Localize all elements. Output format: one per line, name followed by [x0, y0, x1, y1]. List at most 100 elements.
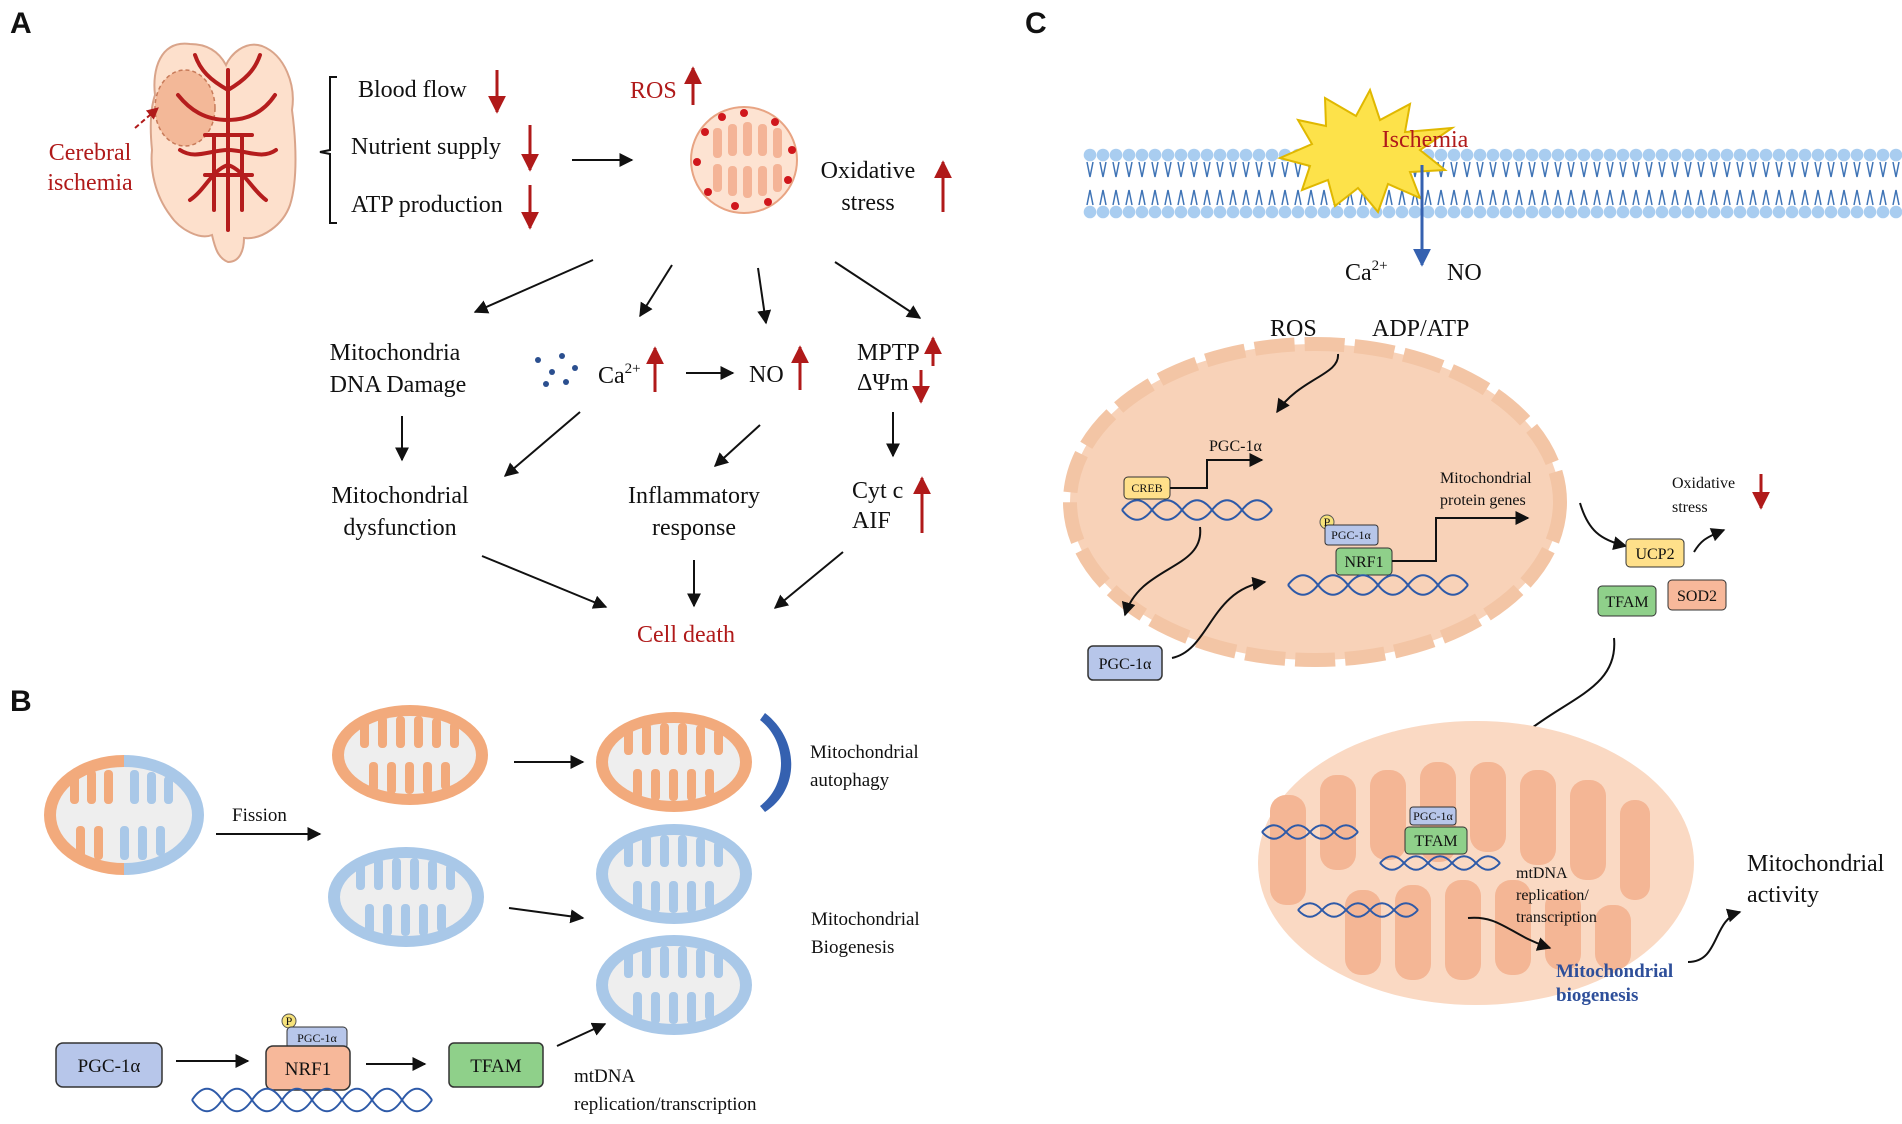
nrf1-label: NRF1 — [285, 1059, 331, 1080]
pgc1a-label: PGC-1α — [78, 1056, 141, 1077]
to-ucp2-arrow — [1579, 502, 1628, 550]
cerebral-ischemia-label-2: ischemia — [47, 170, 133, 196]
ucp2-label: UCP2 — [1635, 546, 1674, 563]
c-tfam-box — [1597, 585, 1657, 617]
tfam-label: TFAM — [470, 1056, 521, 1077]
c-pgc1a-small-label-2: PGC-1α — [1413, 809, 1453, 823]
mixed-mitochondrion — [44, 755, 204, 875]
c-pgc1a-small-box — [1324, 524, 1379, 546]
c-oxidative-label-1: Oxidative — [1672, 475, 1735, 492]
autophagy-label-2: autophagy — [810, 770, 890, 791]
c-ca-label: Ca2+ — [1345, 258, 1388, 286]
sod2-box — [1667, 579, 1727, 611]
nrf1-transcription-arrow — [1392, 511, 1530, 562]
no-to-inflammation-arrow — [713, 424, 761, 467]
to-activity-arrow — [1687, 908, 1742, 963]
cell-body — [1063, 337, 1567, 667]
ca-to-dysfunction-arrow — [503, 411, 581, 477]
pgc1a-gene-label: PGC-1α — [1209, 438, 1262, 455]
autophagy-mitochondrion — [596, 712, 792, 812]
to-oxidative-arrow — [1693, 528, 1726, 553]
oxidative-stress-label-1: Oxidative — [821, 158, 916, 184]
mtdna-label-2: replication/transcription — [574, 1094, 757, 1115]
dna-helix-c2 — [1287, 574, 1469, 596]
mito-protein-genes-label-2: protein genes — [1440, 492, 1526, 509]
oxidative-stress-label-2: stress — [841, 190, 894, 216]
dna-helix-c1 — [1121, 499, 1273, 521]
mito-dysfunction-label-2: dysfunction — [343, 515, 456, 541]
autophagy-label-1: Mitochondrial — [810, 742, 919, 763]
c-pgc1a-small-label: PGC-1α — [1331, 528, 1371, 542]
inflammatory-label-1: Inflammatory — [628, 483, 760, 509]
to-biogenesis-arrow — [508, 907, 585, 924]
orange-mitochondrion — [332, 705, 488, 805]
nrf1-box — [265, 1045, 351, 1091]
dna-helix-b — [191, 1087, 433, 1113]
biogenesis-label-1: Mitochondrial — [811, 909, 920, 930]
arrow-to-ca — [639, 264, 673, 318]
arrow-to-no — [757, 267, 772, 325]
pgc1a-small-label: PGC-1α — [297, 1031, 337, 1045]
cell-membrane — [1083, 148, 1902, 219]
brain-illustration — [149, 42, 297, 264]
creb-transcription-arrow — [1170, 453, 1264, 489]
mito-dna-3 — [1379, 855, 1501, 871]
c-mtdna-label-1: mtDNA — [1516, 865, 1568, 882]
ros-label: ROS — [630, 78, 677, 104]
calcium-dots — [535, 353, 578, 387]
blue-mitochondrion — [328, 847, 484, 947]
c-biogenesis-label-1: Mitochondrial — [1556, 961, 1673, 982]
c-phospho-label: P — [1324, 515, 1331, 529]
ca-label: Ca2+ — [598, 361, 641, 389]
ucp2-box — [1625, 538, 1685, 568]
tfam-to-biogenesis-arrow — [556, 1022, 607, 1047]
cell-death-label: Cell death — [637, 622, 735, 648]
creb-label: CREB — [1131, 481, 1162, 495]
c-mtdna-label-2: replication/ — [1516, 887, 1589, 904]
c-no-label: NO — [1447, 260, 1482, 286]
c-nrf1-label: NRF1 — [1344, 554, 1383, 571]
arrow-to-mptp — [834, 261, 922, 319]
to-biogenesis-c-arrow — [1467, 916, 1552, 951]
ischemia-label: Ischemia — [1382, 127, 1469, 153]
c-tfam-label-2: TFAM — [1414, 833, 1457, 850]
fission-label: Fission — [232, 805, 287, 826]
c-pgc1a-box-label: PGC-1α — [1099, 656, 1152, 673]
c-tfam-label: TFAM — [1605, 594, 1648, 611]
atp-production-label: ATP production — [351, 192, 503, 218]
mito-activity-label-2: activity — [1747, 882, 1819, 908]
mito-activity-label-1: Mitochondrial — [1747, 851, 1885, 877]
mptp-label: MPTP — [857, 340, 920, 366]
panel-letter-a: A — [10, 7, 32, 40]
inflammatory-label-2: response — [652, 515, 736, 541]
cytc-to-death-arrow — [773, 551, 844, 609]
blood-flow-label: Blood flow — [358, 77, 467, 103]
panel-letter-c: C — [1025, 7, 1047, 40]
pgc1a-return-arrow — [1171, 576, 1267, 659]
delta-psi-label: ΔΨm — [857, 370, 909, 396]
ischemia-pointer-arrow — [134, 107, 159, 129]
biogenesis-mitochondrion-1 — [596, 824, 752, 924]
c-mtdna-label-3: transcription — [1516, 909, 1597, 926]
c-oxidative-label-2: stress — [1672, 499, 1708, 516]
mito-dna-1 — [1261, 824, 1359, 840]
c-tfam-box-2 — [1404, 826, 1468, 855]
pgc1a-box — [55, 1042, 163, 1088]
c-pgc1a-small-box-2 — [1409, 806, 1457, 826]
mito-dna-damage-label-2: DNA Damage — [330, 372, 467, 398]
cerebral-ischemia-label-1: Cerebral — [49, 140, 132, 166]
mito-dysfunction-label-1: Mitochondrial — [331, 483, 469, 509]
pgc1a-out-arrow — [1121, 526, 1202, 617]
c-pgc1a-box — [1087, 645, 1163, 681]
c-adp-atp-label: ADP/ATP — [1372, 316, 1469, 342]
mtdna-label-1: mtDNA — [574, 1066, 636, 1087]
sod2-label: SOD2 — [1677, 588, 1717, 605]
bracket — [319, 76, 337, 224]
phospho-label: P — [286, 1014, 293, 1028]
dysfunction-to-death-arrow — [481, 555, 608, 609]
tfam-box — [448, 1042, 544, 1088]
biogenesis-label-2: Biogenesis — [811, 937, 894, 958]
cytc-label: Cyt c — [852, 478, 903, 504]
mito-dna-2 — [1297, 902, 1419, 918]
